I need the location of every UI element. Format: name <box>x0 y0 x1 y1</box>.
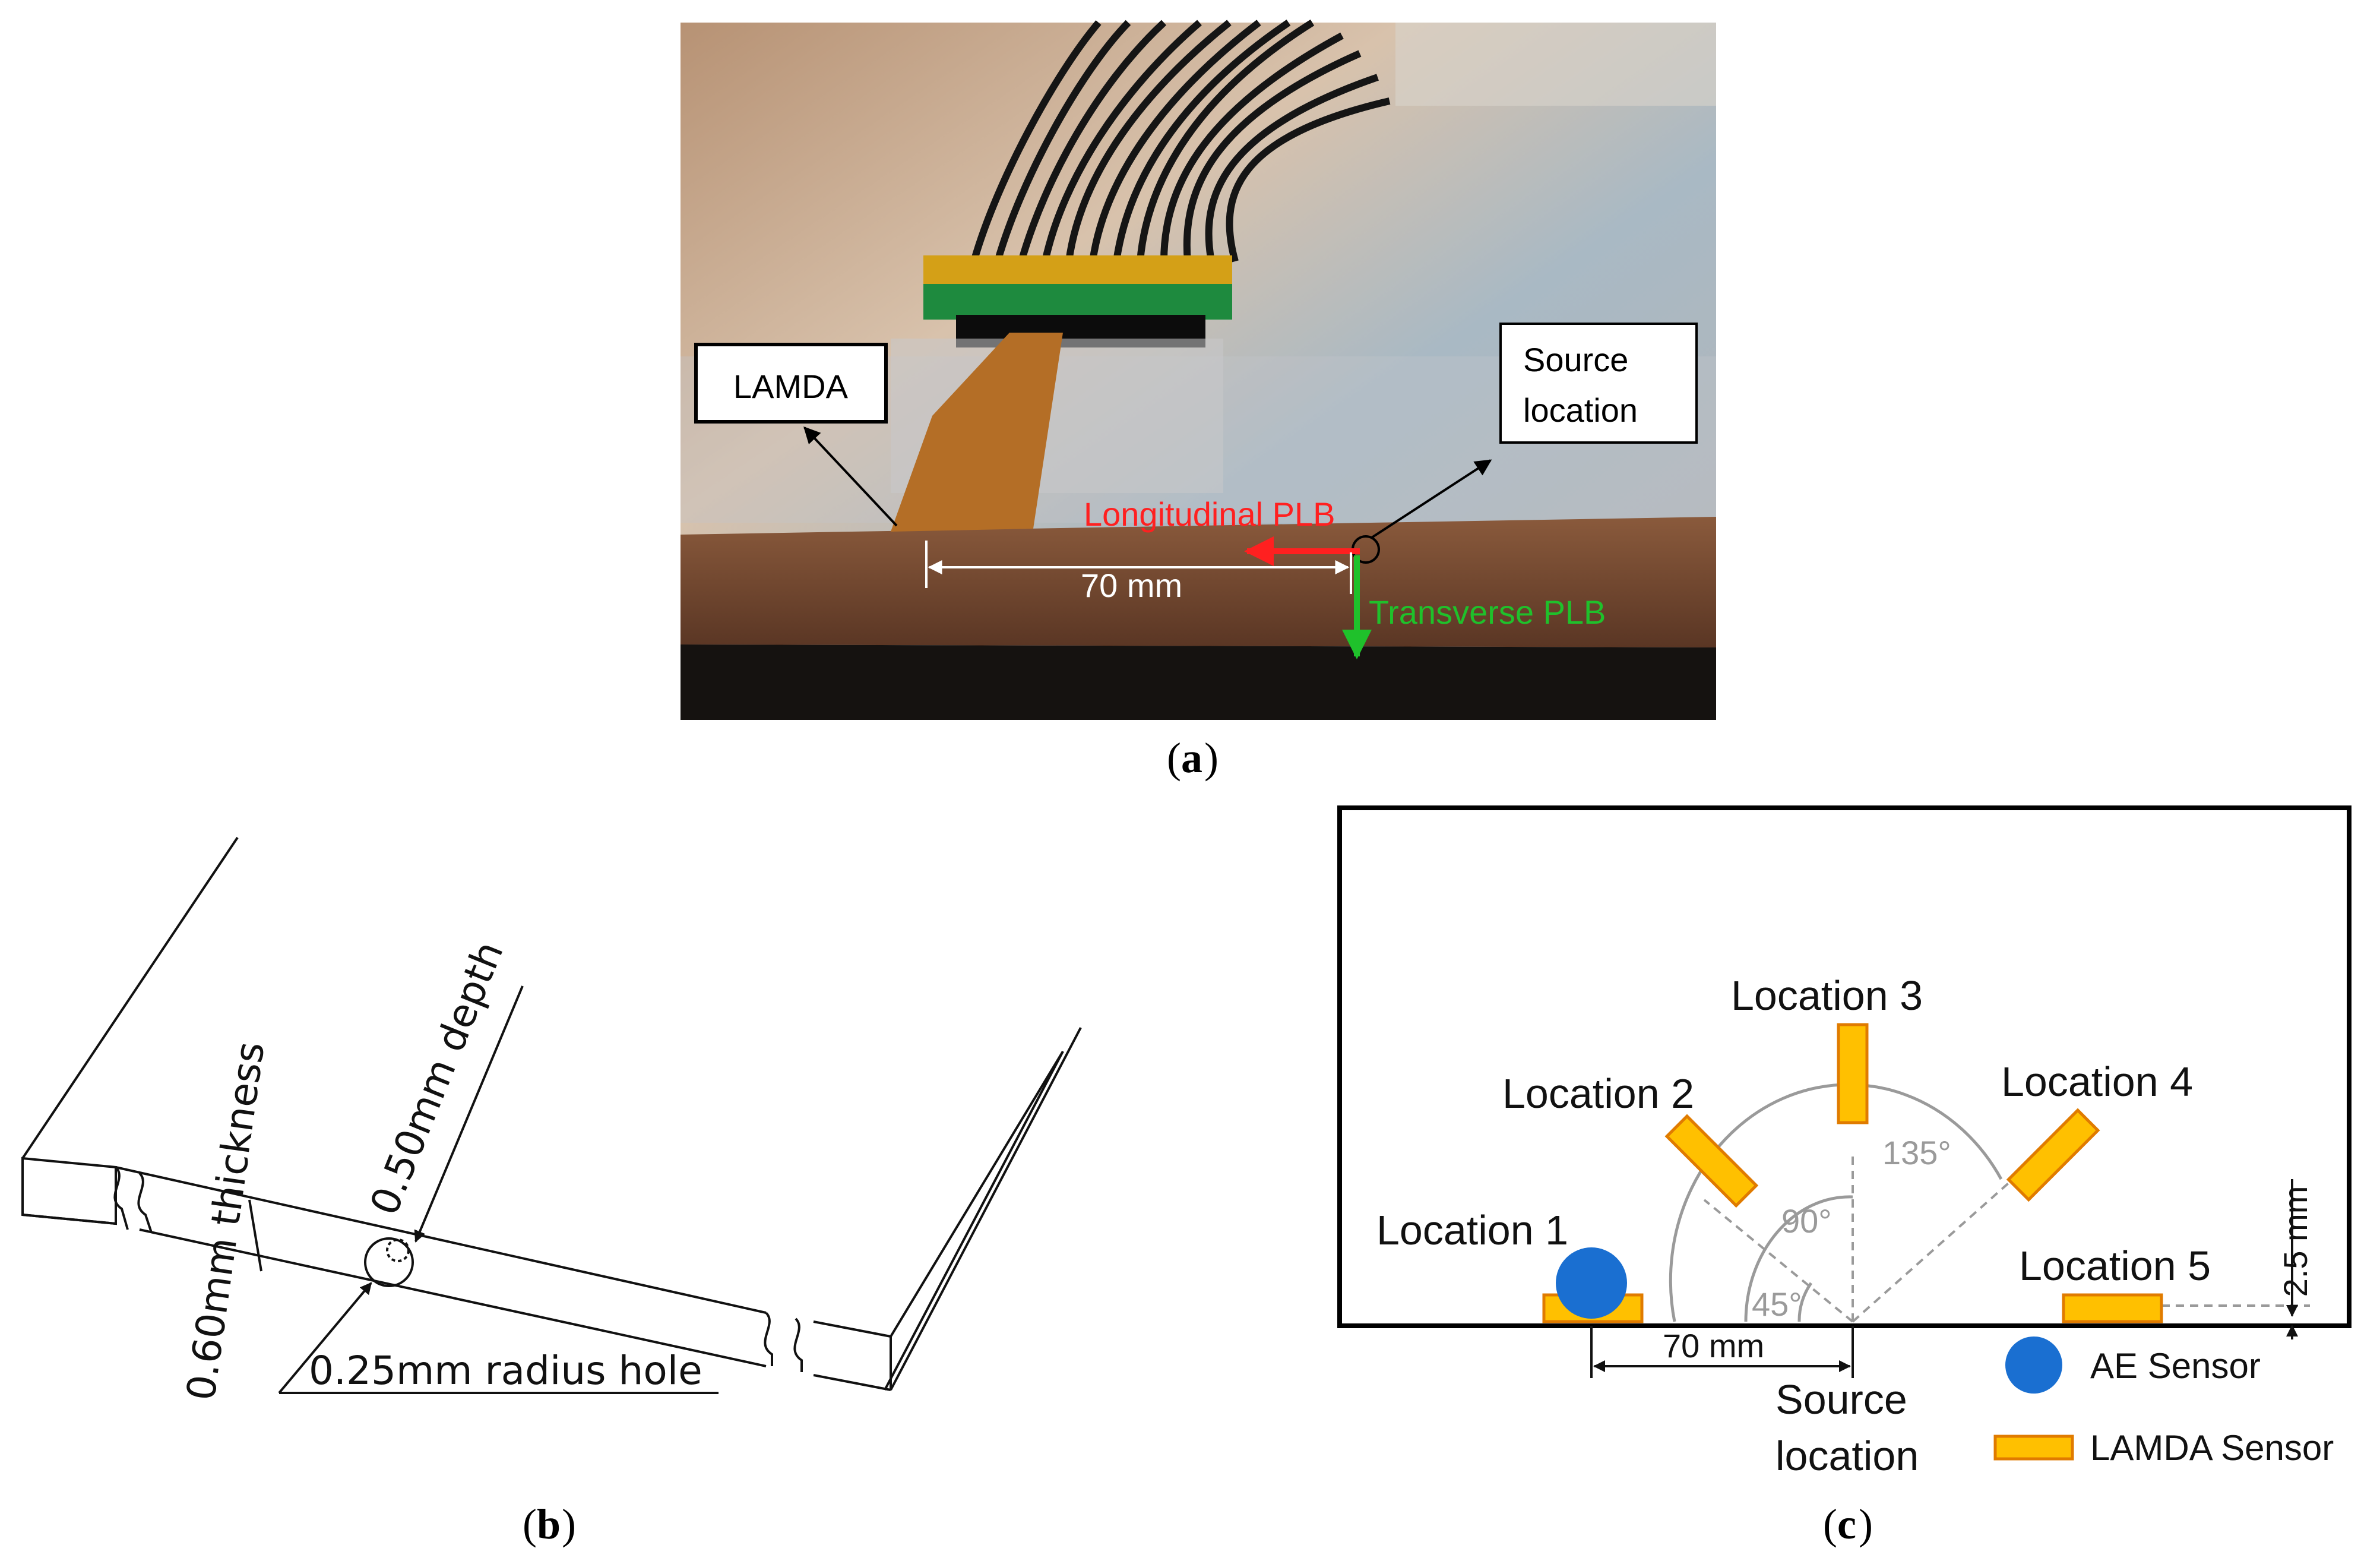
lamda-sensor-2 <box>1664 1114 1759 1208</box>
legend-ae-marker <box>2005 1336 2062 1394</box>
offset-label: 2.5 mm <box>2277 1186 2314 1297</box>
lamda-label: LAMDA <box>733 368 849 405</box>
source-label-line1-c: Source <box>1775 1376 1907 1423</box>
location-1-label: Location 1 <box>1376 1207 1568 1253</box>
location-5-label: Location 5 <box>2019 1243 2211 1289</box>
hole-label: 0.25mm radius hole <box>309 1348 702 1394</box>
transverse-label: Transverse PLB <box>1369 593 1606 631</box>
source-label-line2: location <box>1523 391 1638 429</box>
arc-45 <box>1797 1282 1813 1322</box>
lamda-pointer <box>803 426 898 527</box>
location-4-label: Location 4 <box>2001 1059 2193 1105</box>
panel-b <box>21 836 1082 1394</box>
legend-lamda-marker <box>1993 1435 2074 1461</box>
plate-left-end <box>21 1157 117 1225</box>
caption-c: c <box>1837 1500 1856 1548</box>
depth-label: 0.50mm depth <box>361 935 512 1221</box>
location-3-label: Location 3 <box>1731 972 1923 1019</box>
caption-b: b <box>537 1500 561 1548</box>
caption-a-close: ) <box>1204 734 1219 782</box>
source-label-line1: Source <box>1523 341 1628 378</box>
ae-sensor-1 <box>1556 1247 1627 1319</box>
connector-board <box>923 255 1232 285</box>
thickness-label: 0.60mm thickness <box>178 1039 274 1403</box>
source-callout <box>1499 323 1698 444</box>
angle-45-label: 45° <box>1752 1285 1802 1323</box>
caption-c-open: ( <box>1823 1500 1837 1548</box>
hole-circle <box>364 1237 414 1287</box>
panel-a: 70 mm Longitudinal PLB Transverse PLB LA… <box>681 19 1716 782</box>
lamda-sensor-5 <box>2062 1293 2163 1323</box>
angle-90-label: 90° <box>1781 1202 1832 1240</box>
caption-a: a <box>1181 734 1202 782</box>
arc-135 <box>1669 1083 2003 1322</box>
location-2-label: Location 2 <box>1502 1070 1694 1117</box>
caption-a-open: ( <box>1167 734 1181 782</box>
angle-135-label: 135° <box>1882 1134 1951 1171</box>
caption-b-close: ) <box>562 1500 576 1548</box>
legend-lamda-label: LAMDA Sensor <box>2090 1428 2334 1468</box>
lamda-sensor-3 <box>1837 1023 1869 1124</box>
panel-c: Location 1 Location 2 Location 3 Locatio… <box>1337 805 2351 1548</box>
lamda-callout <box>694 343 888 424</box>
cable-bundle <box>970 19 1391 263</box>
arc-90 <box>1744 1195 1853 1322</box>
distance-70-label: 70 mm <box>1663 1327 1764 1364</box>
caption-c-close: ) <box>1859 1500 1873 1548</box>
source-pointer <box>1371 459 1492 539</box>
lamda-sensor-4 <box>2006 1108 2100 1202</box>
longitudinal-label: Longitudinal PLB <box>1084 495 1335 533</box>
source-label-line2-c: location <box>1775 1433 1919 1479</box>
legend-ae-label: AE Sensor <box>2090 1346 2261 1386</box>
distance-label: 70 mm <box>1081 567 1182 604</box>
flex-ribbon <box>891 333 1063 532</box>
caption-b-open: ( <box>523 1500 537 1548</box>
